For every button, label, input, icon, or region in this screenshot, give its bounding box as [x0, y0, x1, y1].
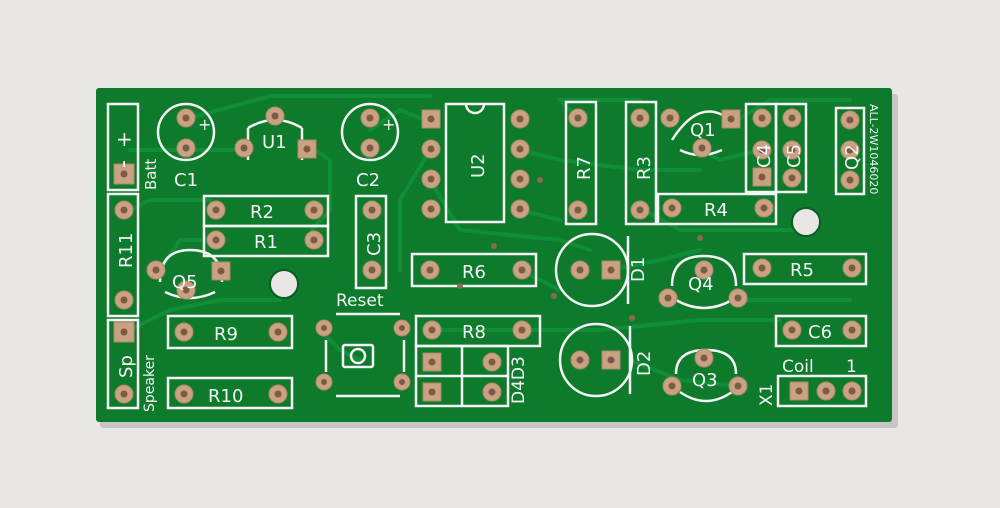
q5-label: Q5: [172, 272, 198, 293]
c2-label: C2: [356, 170, 380, 191]
r1-label: R1: [254, 232, 278, 253]
speaker-label: Speaker: [142, 355, 158, 412]
r11-label: R11: [116, 233, 137, 268]
batt-label: Batt: [142, 159, 160, 190]
c3-label: C3: [364, 232, 385, 256]
batt-plus-label: +: [116, 127, 133, 151]
r9-label: R9: [214, 324, 238, 345]
r2-label: R2: [250, 202, 274, 223]
d1-label: D1: [628, 257, 649, 282]
coil-pin1-label: 1: [846, 357, 857, 377]
batt-minus-label: -: [111, 160, 136, 168]
q2-label: Q2: [842, 144, 863, 170]
mounting-hole-left: [269, 269, 299, 299]
r5-label: R5: [790, 260, 814, 281]
c5-label: C5: [784, 144, 805, 168]
u2-label: U2: [468, 153, 489, 178]
r6-label: R6: [462, 262, 486, 283]
vias: [457, 177, 703, 321]
q3-label: Q3: [692, 370, 718, 391]
mounting-hole-right: [791, 207, 821, 237]
r4-label: R4: [704, 200, 728, 221]
c1-label: C1: [174, 170, 198, 191]
r8-label: R8: [462, 322, 486, 343]
sp-label: Sp: [116, 355, 137, 378]
reset-label: Reset: [336, 291, 384, 311]
c2-polarity-mark: +: [382, 115, 395, 134]
q1-label: Q1: [690, 120, 716, 141]
d4d3-label: D4D3: [509, 356, 529, 404]
silkscreen-outlines: [106, 100, 868, 410]
c6-label: C6: [808, 322, 832, 343]
r10-label: R10: [208, 386, 243, 407]
d2-label: D2: [634, 351, 655, 376]
u1-label: U1: [262, 132, 287, 153]
pad-drill-holes: [120, 112, 856, 398]
r7-label: R7: [574, 156, 595, 180]
board-part-number: ALL-2W1046020: [867, 104, 880, 194]
c4-label: C4: [754, 144, 775, 168]
q4-label: Q4: [688, 274, 714, 295]
coil-label: Coil: [782, 357, 814, 377]
x1-label: X1: [757, 384, 777, 406]
c1-polarity-mark: +: [198, 115, 211, 134]
r3-label: R3: [634, 156, 655, 180]
